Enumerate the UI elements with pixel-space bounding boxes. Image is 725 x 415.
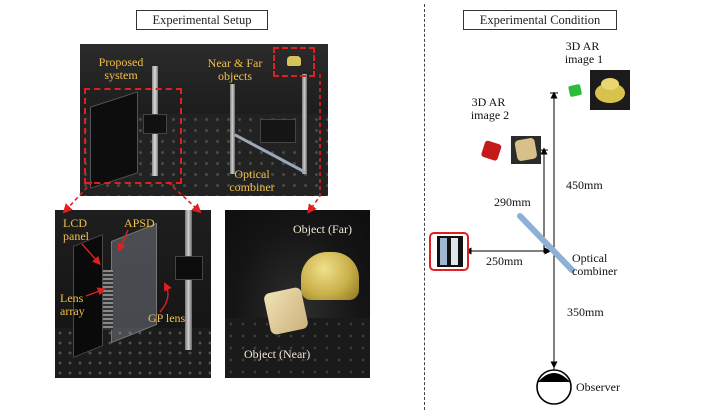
label-near-far-objects: Near & Far objects: [207, 56, 263, 83]
label-ar-image2-line1: 3D AR: [472, 95, 506, 109]
label-apsd: APSD: [124, 216, 155, 230]
far-object-mini: [287, 56, 301, 66]
mount-1: [143, 114, 167, 134]
ar-image1-car-roof: [601, 78, 619, 90]
system-closeup-photo: [55, 210, 211, 378]
closeup-post: [185, 210, 192, 350]
condition-diagram: 3D AR image 1 3D AR image 2 290mm 450mm …: [429, 39, 630, 405]
label-lens-array: Lens array: [60, 291, 85, 318]
label-ar-image2: 3D AR image 2: [471, 95, 509, 122]
label-object-near: Object (Near): [244, 347, 311, 361]
ar-image2-red-cube: [481, 140, 502, 161]
optical-combiner-glass: [517, 213, 575, 273]
label-observer: Observer: [576, 380, 620, 394]
proposed-system-box: [84, 88, 182, 184]
objects-photo: [225, 210, 370, 378]
ar-image2-dice: [514, 138, 537, 161]
table-surface: [225, 318, 370, 378]
label-combiner-line2: combiner: [572, 264, 617, 278]
post-2: [230, 84, 235, 174]
label-ar-image1: 3D AR image 1: [565, 39, 603, 66]
post-3: [302, 74, 307, 174]
label-proposed-system: Proposed system: [98, 55, 144, 82]
display-icon-lens: [451, 238, 458, 265]
ar-image1-car-body: [595, 83, 625, 103]
label-dist-350: 350mm: [567, 305, 604, 319]
objects-box: [273, 47, 315, 77]
label-combiner-line1: Optical: [572, 251, 608, 265]
far-object-car: [301, 252, 359, 300]
label-dist-450: 450mm: [566, 178, 603, 192]
setup-photo: [80, 44, 328, 196]
lens-array-shape: [103, 270, 113, 330]
label-ar-image1-line2: image 1: [565, 52, 603, 66]
label-dist-250: 250mm: [486, 254, 523, 268]
label-lcd-panel: LCD panel: [63, 216, 89, 243]
panel-divider: [424, 4, 425, 410]
label-ar-image1-line1: 3D AR: [566, 39, 600, 53]
label-dist-290: 290mm: [494, 195, 531, 209]
label-ar-image2-line2: image 2: [471, 108, 509, 122]
condition-heading: Experimental Condition: [463, 10, 617, 30]
apsd-shape: [111, 222, 157, 344]
ar-image1-green-cube: [568, 84, 582, 97]
mount-2: [260, 119, 296, 143]
closeup-mount: [175, 256, 203, 280]
label-gp-lens: GP lens: [148, 311, 186, 325]
display-icon-screen: [440, 238, 447, 265]
setup-heading: Experimental Setup: [136, 10, 268, 30]
label-optical-combiner: Optical combiner: [572, 251, 617, 278]
label-optical-combiner-photo: Optical combiner: [229, 167, 275, 194]
observer-pupil: [538, 373, 570, 382]
label-object-far: Object (Far): [293, 222, 352, 236]
